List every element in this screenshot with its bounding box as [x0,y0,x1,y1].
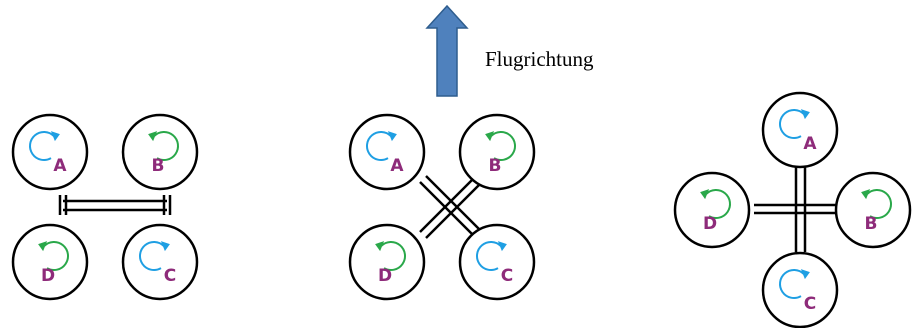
counterclockwise-arrow-icon [380,241,406,271]
rotor-c: C [458,223,536,301]
rotation-arrowhead [160,241,170,252]
rotor-letter: C [164,266,176,286]
clockwise-arrow-icon [139,241,165,271]
rotation-arrowhead [800,269,810,280]
rotation-arrowhead [148,131,158,142]
rotation-arrowhead [375,241,385,252]
rotation-arrowhead [861,189,871,200]
frame-arms [419,175,483,239]
frame-arms [754,166,846,252]
counterclockwise-arrow-icon [866,189,892,219]
rotor-c: C [761,251,839,328]
clockwise-arrow-icon [476,241,502,271]
rotor-d: D [11,223,89,301]
rotor-letter: B [152,156,165,176]
counterclockwise-arrow-icon [705,189,731,219]
rotor-letter: C [804,294,816,314]
rotor-circle [458,223,536,301]
frame-arms [58,195,172,215]
rotor-d: D [348,223,426,301]
flight-direction-label: Flugrichtung [485,47,594,71]
rotation-arrowhead [497,241,507,252]
rotor-circle [121,113,199,191]
h-configuration: A B D C [11,113,199,301]
rotor-c: C [121,223,199,301]
flight-direction-arrow [425,4,469,97]
counterclockwise-arrow-icon [153,131,179,161]
rotor-letter: A [390,156,404,176]
rotation-arrowhead [485,131,495,142]
rotation-arrowhead [50,131,60,142]
rotor-b: B [458,113,536,191]
rotor-letter: D [41,266,55,286]
rotor-circle [348,113,426,191]
rotation-arrowhead [700,189,710,200]
rotor-letter: C [501,266,513,286]
counterclockwise-arrow-icon [490,131,516,161]
rotor-letter: B [489,156,502,176]
clockwise-arrow-icon [366,131,392,161]
rotation-arrowhead [387,131,397,142]
rotor-b: B [121,113,199,191]
clockwise-arrow-icon [779,269,805,299]
x-configuration: A B D C [348,113,536,301]
rotor-circle [11,113,89,191]
rotor-b: B [834,171,912,249]
rotor-circle [761,91,839,169]
rotor-d: D [673,171,751,249]
rotor-circle [11,223,89,301]
rotor-letter: D [378,266,392,286]
rotor-letter: D [703,214,717,234]
rotor-a: A [348,113,426,191]
rotor-letter: A [53,156,67,176]
flight-direction-arrow-icon [425,4,469,97]
clockwise-arrow-icon [779,109,805,139]
rotor-a: A [11,113,89,191]
rotor-circle [121,223,199,301]
rotor-a: A [761,91,839,169]
rotor-circle [458,113,536,191]
rotor-letter: B [865,214,878,234]
plus-configuration: A B D C [673,91,912,328]
rotor-circle [761,251,839,328]
counterclockwise-arrow-icon [43,241,69,271]
rotation-arrowhead [38,241,48,252]
rotation-arrowhead [800,109,810,120]
clockwise-arrow-icon [29,131,55,161]
rotor-letter: A [803,134,817,154]
rotor-circle [834,171,912,249]
rotor-circle [348,223,426,301]
rotor-circle [673,171,751,249]
